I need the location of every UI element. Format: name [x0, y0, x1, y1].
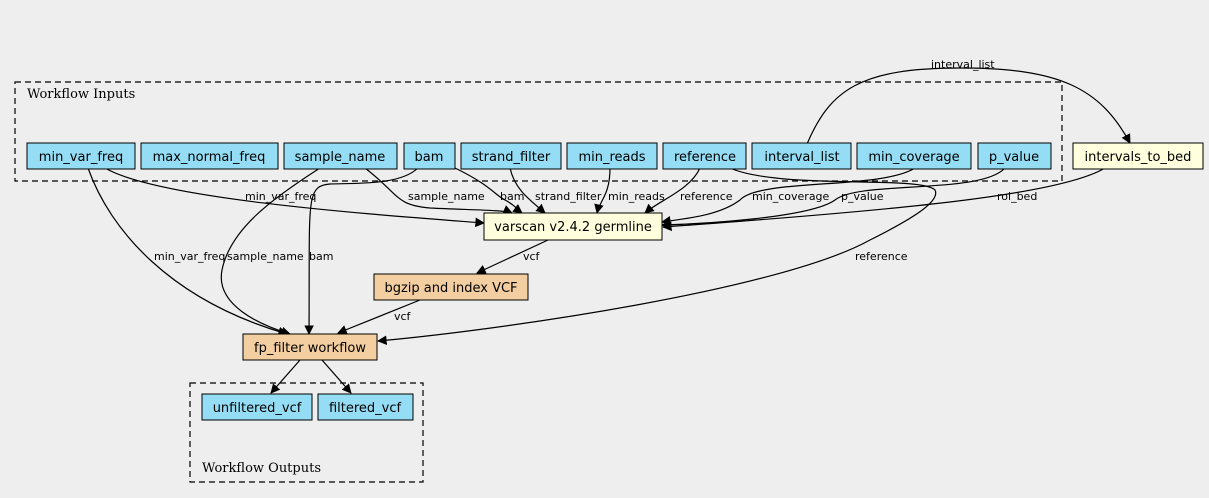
edge-interval-list-to-bed	[806, 67, 1131, 145]
edge-sample-name-varscan	[364, 167, 513, 215]
node-interval-list[interactable]: interval_list	[751, 142, 852, 170]
svg-text:bgzip and index VCF: bgzip and index VCF	[384, 281, 517, 296]
edge-label-bam: bam	[500, 190, 524, 203]
svg-text:fp_filter workflow: fp_filter workflow	[254, 341, 366, 356]
svg-text:intervals_to_bed: intervals_to_bed	[1085, 150, 1192, 165]
node-intervals-to-bed[interactable]: intervals_to_bed	[1072, 142, 1204, 170]
svg-text:sample_name: sample_name	[295, 150, 386, 165]
edge-label-min-coverage: min_coverage	[752, 190, 830, 203]
node-unfiltered-vcf[interactable]: unfiltered_vcf	[201, 393, 313, 421]
svg-text:interval_list: interval_list	[764, 150, 839, 165]
svg-text:min_reads: min_reads	[578, 150, 645, 165]
edge-label-bam-fp: bam	[309, 250, 333, 263]
edge-fp-unfiltered	[270, 359, 301, 394]
node-bam[interactable]: bam	[403, 142, 456, 170]
edge-label-strand-filter: strand_filter	[535, 190, 602, 203]
workflow-inputs-cluster: Workflow Inputs	[14, 81, 1063, 182]
edge-min-var-freq-varscan	[104, 167, 485, 228]
edge-bam-fp	[304, 167, 419, 335]
edge-label-reference-fp: reference	[855, 250, 908, 263]
edge-label-sample-name: sample_name	[408, 190, 485, 203]
svg-text:bam: bam	[415, 150, 444, 165]
node-varscan-germline[interactable]: varscan v2.4.2 germline	[483, 212, 663, 241]
edge-label-vcf-2: vcf	[394, 310, 412, 323]
node-min-coverage[interactable]: min_coverage	[856, 142, 972, 170]
output-nodes: unfiltered_vcf filtered_vcf	[201, 393, 414, 421]
svg-text:unfiltered_vcf: unfiltered_vcf	[213, 401, 302, 416]
node-min-var-freq[interactable]: min_var_freq	[26, 142, 136, 170]
workflow-inputs-label: Workflow Inputs	[27, 87, 135, 102]
edge-label-roi-bed: roi_bed	[997, 190, 1037, 203]
edge-roi-bed-varscan	[662, 167, 1106, 232]
edge-label-min-reads: min_reads	[608, 190, 665, 203]
svg-text:p_value: p_value	[989, 150, 1039, 165]
edge-reference-varscan	[644, 167, 701, 214]
svg-text:varscan v2.4.2 germline: varscan v2.4.2 germline	[494, 220, 652, 235]
edge-fp-filtered	[321, 359, 352, 394]
svg-text:filtered_vcf: filtered_vcf	[329, 401, 402, 416]
node-bgzip-index-vcf[interactable]: bgzip and index VCF	[373, 273, 529, 301]
edge-min-var-freq-fp	[87, 167, 288, 337]
workflow-outputs-label: Workflow Outputs	[202, 461, 321, 476]
node-strand-filter[interactable]: strand_filter	[460, 142, 562, 170]
svg-text:max_normal_freq: max_normal_freq	[153, 150, 266, 165]
edge-sample-name-fp	[220, 167, 321, 337]
node-min-reads[interactable]: min_reads	[566, 142, 658, 170]
edge-label-reference: reference	[680, 190, 733, 203]
node-sample-name[interactable]: sample_name	[283, 142, 398, 170]
edge-bgzip-fp	[337, 299, 421, 335]
svg-text:reference: reference	[674, 150, 736, 165]
workflow-outputs-cluster: Workflow Outputs	[189, 382, 424, 483]
node-fp-filter-workflow[interactable]: fp_filter workflow	[242, 333, 378, 361]
edge-bam-varscan	[454, 167, 523, 214]
edge-p-value-varscan	[661, 167, 1006, 230]
edge-label-min-var-freq-fp: min_var_freq	[154, 250, 225, 263]
svg-text:strand_filter: strand_filter	[472, 150, 551, 165]
edge-label-min-var-freq: min_var_freq	[245, 190, 316, 203]
edge-varscan-bgzip	[476, 239, 549, 274]
edge-label-vcf-1: vcf	[523, 250, 541, 263]
node-max-normal-freq[interactable]: max_normal_freq	[140, 142, 279, 170]
edge-strand-filter-varscan	[509, 167, 546, 214]
edge-label-sample-name-fp: sample_name	[227, 250, 304, 263]
node-p-value[interactable]: p_value	[977, 142, 1052, 170]
edge-label-interval-list: interval_list	[931, 58, 995, 71]
node-filtered-vcf[interactable]: filtered_vcf	[317, 393, 414, 421]
svg-text:min_coverage: min_coverage	[868, 150, 959, 165]
node-reference[interactable]: reference	[662, 142, 747, 170]
edges: interval_list min_var_freq sample_name b…	[87, 58, 1131, 394]
svg-text:min_var_freq: min_var_freq	[39, 150, 123, 165]
edge-min-reads-varscan	[594, 167, 611, 214]
edge-min-coverage-varscan	[661, 167, 916, 226]
edge-reference-fp	[377, 167, 937, 346]
edge-label-p-value: p_value	[841, 190, 884, 203]
input-nodes: min_var_freq max_normal_freq sample_name…	[26, 142, 1052, 170]
